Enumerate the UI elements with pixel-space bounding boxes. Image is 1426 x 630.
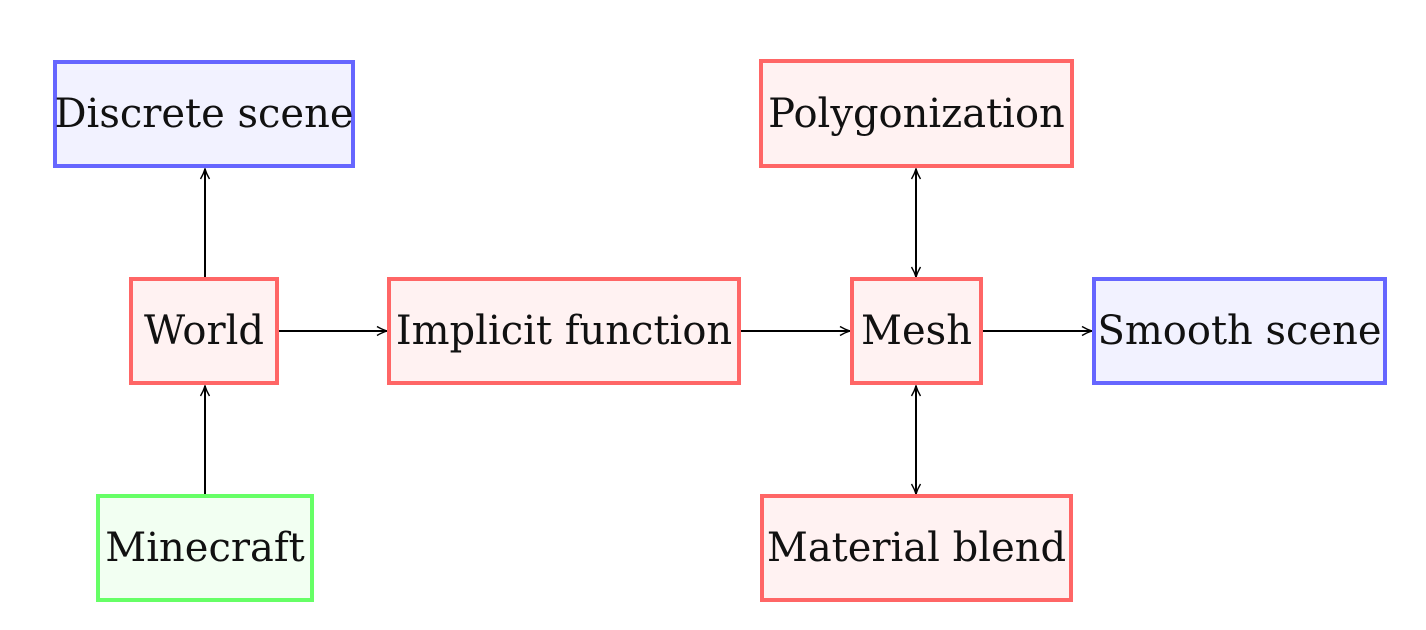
node-discrete-scene-label: Discrete scene [54,91,354,137]
node-material-blend: Material blend [760,494,1073,602]
node-mesh: Mesh [850,277,983,385]
node-world: World [129,277,279,385]
node-implicit-function: Implicit function [387,277,741,385]
node-polygonization-label: Polygonization [768,90,1065,137]
node-minecraft-label: Minecraft [105,525,305,571]
node-material-blend-label: Material blend [766,525,1067,571]
node-implicit-function-label: Implicit function [395,308,733,354]
node-mesh-label: Mesh [861,308,972,354]
node-discrete-scene: Discrete scene [53,60,355,168]
node-smooth-scene-label: Smooth scene [1097,308,1382,354]
node-minecraft: Minecraft [96,494,314,602]
node-smooth-scene: Smooth scene [1092,277,1387,385]
node-world-label: World [144,308,264,354]
node-polygonization: Polygonization [759,59,1074,168]
